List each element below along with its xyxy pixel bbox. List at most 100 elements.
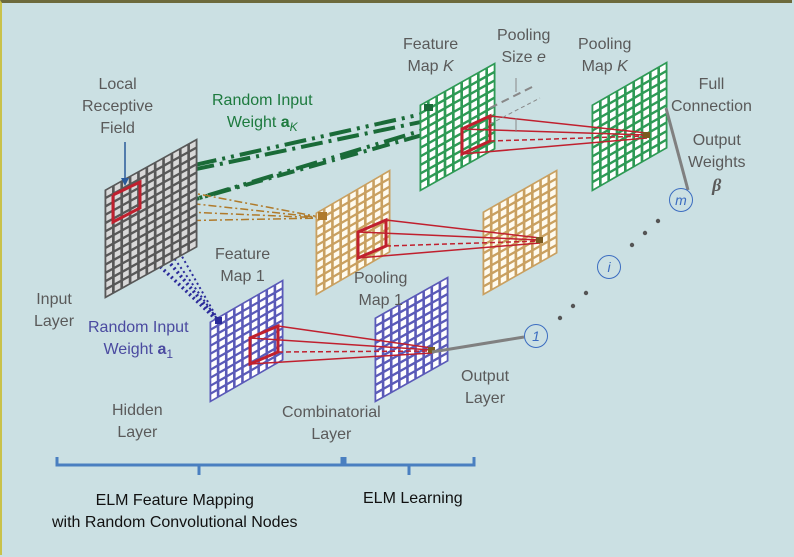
grid-cell: [610, 161, 616, 171]
grid-cell: [156, 159, 163, 169]
grid-cell: [651, 103, 658, 113]
weight-k-line: [149, 108, 441, 177]
grid-cell: [492, 229, 499, 239]
grid-cell: [660, 98, 666, 108]
grid-cell: [550, 180, 556, 190]
grid-cell: [189, 199, 196, 209]
grid-cell: [259, 307, 266, 316]
grid-cell: [325, 221, 332, 231]
label-line: Size: [501, 49, 538, 66]
grid-cell: [189, 207, 196, 217]
weight-symbol: a: [280, 114, 290, 131]
label-line: with Random Convolutional Nodes: [52, 514, 298, 531]
pooling-2-target: [536, 237, 543, 243]
grid-cell: [454, 100, 461, 111]
grid-cell: [441, 279, 447, 288]
grid-cell: [626, 160, 633, 170]
grid-cell: [517, 248, 523, 258]
grid-cell: [643, 99, 649, 109]
grid-cell: [358, 260, 365, 270]
grid-cell: [350, 215, 356, 225]
grid-cell: [454, 118, 461, 128]
grid-cell: [593, 153, 599, 164]
grid-cell: [593, 110, 599, 121]
grid-cell: [383, 196, 389, 206]
grid-cell: [243, 348, 250, 358]
grid-cell: [500, 249, 507, 259]
grid-cell: [492, 279, 499, 289]
grid-cell: [429, 132, 436, 142]
grid-cell: [251, 328, 258, 337]
grid-cell: [454, 126, 461, 136]
grid-cell: [106, 253, 113, 263]
grid-cell: [643, 151, 649, 161]
grid-cell: [156, 176, 163, 186]
grid-cell: [618, 165, 624, 175]
grid-cell: [454, 135, 461, 145]
grid-cell: [421, 136, 427, 146]
grid-cell: [164, 154, 171, 164]
grid-cell: [114, 257, 121, 267]
grid-cell: [429, 140, 436, 150]
grid-cell: [618, 131, 624, 141]
grid-cell: [227, 350, 234, 359]
grid-cell: [500, 216, 507, 226]
grid-cell: [660, 115, 666, 125]
grid-cell: [350, 264, 356, 274]
grid-cell: [235, 305, 242, 314]
grid-cell: [123, 203, 129, 212]
grid-cell: [333, 241, 340, 251]
grid-cell: [181, 178, 188, 188]
grid-cell: [259, 315, 266, 324]
grid-cell: [251, 312, 258, 321]
pooling-k-line: [489, 135, 648, 142]
label-line: ELM Feature Mapping: [95, 492, 254, 509]
grid-cell: [626, 83, 633, 93]
grid-cell: [211, 351, 217, 360]
grid-cell: [438, 161, 444, 171]
pooling-size-guide: [489, 97, 541, 125]
grid-cell: [508, 195, 515, 205]
grid-cell: [438, 118, 444, 128]
grid-cell: [508, 261, 515, 271]
grid-cell: [601, 157, 608, 167]
grid-cell: [500, 200, 507, 209]
label-line: Field: [100, 120, 135, 137]
grid-cell: [139, 210, 146, 220]
grid-cell: [492, 262, 499, 272]
grid-cell: [635, 78, 641, 88]
grid-cell: [471, 151, 477, 161]
grid-cell: [660, 141, 666, 151]
grid-cell: [333, 200, 340, 210]
grid-cell: [235, 345, 242, 354]
ellipsis-dot: [570, 303, 576, 309]
grid-cell: [350, 191, 356, 201]
grid-cell: [593, 145, 599, 155]
grid-cell: [243, 372, 250, 382]
pooling-1-target: [428, 347, 435, 353]
output-node-m: m: [669, 188, 693, 212]
grid-cell: [106, 195, 113, 205]
grid-cell: [618, 122, 624, 132]
grid-cell: [131, 198, 138, 208]
grid-cell: [374, 209, 381, 219]
grid-cell: [429, 175, 436, 185]
grid-cell: [189, 141, 196, 150]
grid-cell: [148, 239, 154, 248]
grid-cell: [243, 356, 250, 366]
grid-cell: [408, 339, 415, 349]
pooling-k-line: [461, 137, 648, 155]
label-line: Weight: [226, 114, 281, 131]
grid-cell: [508, 245, 515, 255]
grid-cell: [508, 203, 515, 213]
grid-cell: [350, 223, 356, 233]
grid-cell: [114, 282, 121, 292]
grid-cell: [268, 294, 274, 304]
beta-symbol: β: [712, 175, 722, 195]
grid-cell: [651, 129, 658, 139]
grid-cell: [392, 323, 399, 333]
grid-cell: [139, 218, 146, 228]
grid-cell: [148, 205, 154, 215]
grid-cell: [383, 172, 389, 181]
